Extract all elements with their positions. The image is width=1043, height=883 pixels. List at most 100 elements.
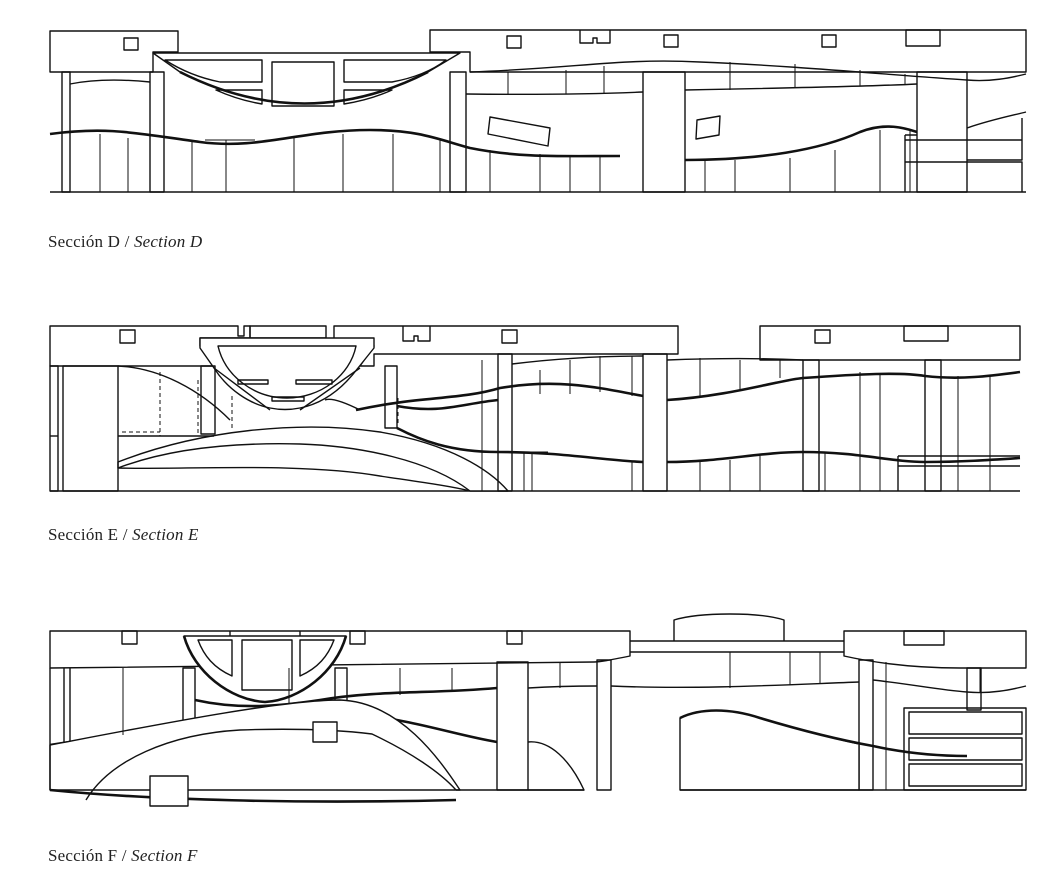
truss-void xyxy=(215,89,263,105)
arch-inner xyxy=(117,466,471,492)
ramp xyxy=(679,709,968,758)
ramp xyxy=(117,365,231,437)
ramp xyxy=(666,370,1021,402)
bridge xyxy=(630,640,844,653)
door xyxy=(149,775,189,807)
mullions xyxy=(507,62,906,94)
volume xyxy=(679,709,860,791)
ramp xyxy=(527,741,585,791)
truss-void xyxy=(343,89,393,105)
column xyxy=(496,661,529,791)
truss-void xyxy=(197,639,233,677)
mullions xyxy=(122,652,981,790)
skylight xyxy=(121,630,138,645)
bowl-truss xyxy=(183,635,347,703)
hidden-lines xyxy=(117,372,399,436)
column xyxy=(149,71,165,193)
column xyxy=(384,365,398,429)
skylight xyxy=(123,37,139,51)
column xyxy=(802,359,820,492)
ramp xyxy=(49,788,457,803)
column xyxy=(924,359,942,492)
stair-detail xyxy=(897,455,1020,491)
window xyxy=(487,116,551,147)
skylight xyxy=(821,34,837,48)
stair-step xyxy=(908,711,1023,735)
ramp xyxy=(527,681,860,689)
ramp xyxy=(324,398,361,411)
landing xyxy=(205,139,615,157)
bowl-underside xyxy=(179,70,429,105)
stair-step xyxy=(908,763,1023,787)
truss-void xyxy=(295,379,333,385)
caption-english: Section F xyxy=(131,846,198,865)
skylight xyxy=(119,329,136,344)
bowl-underside xyxy=(182,635,348,704)
truss-brace xyxy=(213,367,361,411)
column xyxy=(642,353,668,492)
ramp xyxy=(355,382,644,412)
caption-english: Section E xyxy=(132,525,199,544)
skylight xyxy=(814,329,831,344)
ramp xyxy=(872,679,1027,694)
section-e-caption: Sección E / Section E xyxy=(48,525,199,545)
section-f-caption: Sección F / Section F xyxy=(48,846,198,866)
truss-void xyxy=(271,61,335,107)
ramp xyxy=(966,111,1027,129)
caption-spanish: Sección D / xyxy=(48,232,130,251)
ramp xyxy=(684,83,918,91)
section-d-caption: Sección D / Section D xyxy=(48,232,202,252)
truss-void xyxy=(241,639,293,691)
window xyxy=(695,115,721,140)
ramp xyxy=(469,60,1027,82)
skylight xyxy=(402,326,431,342)
truss-void xyxy=(271,396,305,402)
skylight xyxy=(506,630,523,645)
skylight xyxy=(903,630,945,646)
column xyxy=(200,365,216,435)
column xyxy=(858,659,874,791)
skylight xyxy=(349,630,366,645)
column xyxy=(497,353,513,492)
stair-detail xyxy=(904,118,1023,192)
skylight xyxy=(903,325,949,342)
ramp xyxy=(396,426,1021,464)
ramp xyxy=(69,79,151,85)
ramp xyxy=(49,128,621,158)
skylight xyxy=(506,35,522,49)
skylight xyxy=(579,30,611,44)
skylight xyxy=(501,329,518,344)
column xyxy=(49,365,59,492)
mass xyxy=(49,699,461,791)
roof-slab xyxy=(49,30,179,73)
caption-spanish: Sección F / xyxy=(48,846,127,865)
truss-void xyxy=(299,639,335,677)
truss-void xyxy=(343,59,447,83)
truss-void xyxy=(164,59,263,83)
column xyxy=(966,667,982,711)
mullions xyxy=(99,130,911,192)
skylight xyxy=(663,34,679,48)
column xyxy=(642,71,686,193)
stair-detail xyxy=(903,707,1027,791)
truss-void xyxy=(237,379,269,385)
roof-slab xyxy=(843,630,1027,669)
truss-void xyxy=(217,345,357,399)
ramp xyxy=(465,91,644,95)
mass-inner xyxy=(85,728,457,801)
skylight xyxy=(312,721,338,743)
stair-step xyxy=(908,737,1023,761)
ramp xyxy=(511,355,804,365)
bridge-canopy xyxy=(673,613,785,641)
caption-english: Section D xyxy=(133,232,203,251)
column xyxy=(449,71,467,193)
column xyxy=(596,659,612,791)
ramp xyxy=(194,686,498,708)
skylight xyxy=(905,29,941,47)
bowl-truss xyxy=(199,337,375,411)
caption-spanish: Sección E / xyxy=(48,525,128,544)
